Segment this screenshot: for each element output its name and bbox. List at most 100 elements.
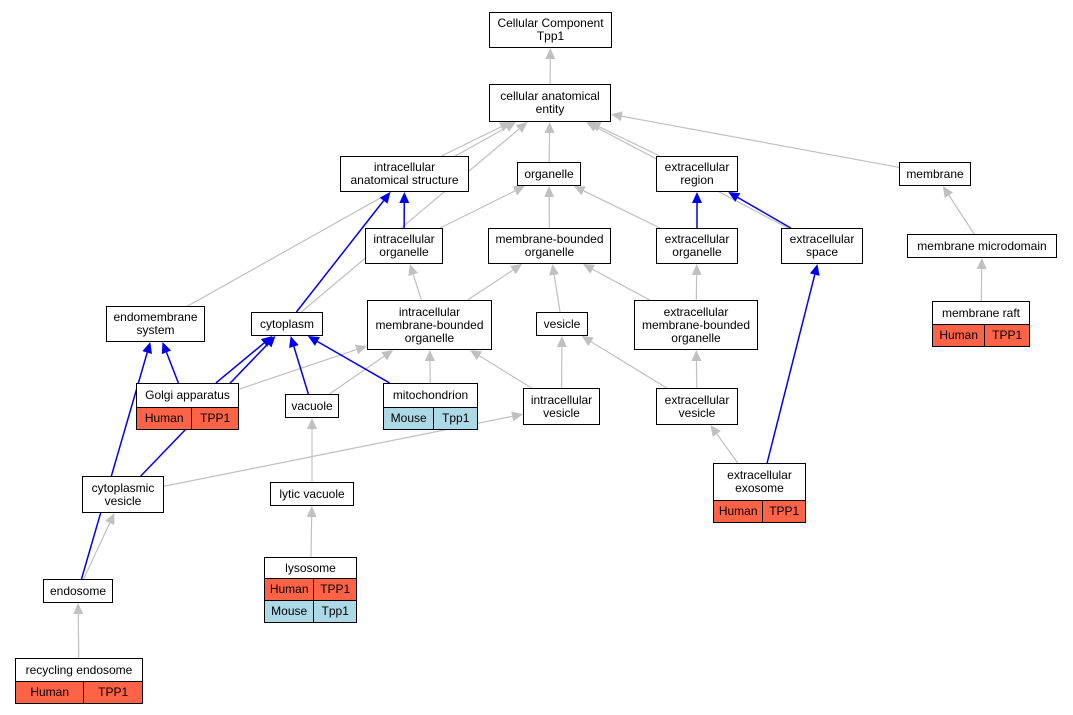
node-label: extracellular region bbox=[664, 160, 730, 187]
node-ecves: extracellular vesicle bbox=[656, 388, 738, 425]
node-label: organelle bbox=[524, 166, 574, 181]
edge-endomem-to-cae bbox=[187, 122, 517, 307]
edge-ias-to-cae bbox=[441, 122, 512, 157]
gene-symbol: Tpp1 bbox=[434, 408, 477, 429]
species-name: Human bbox=[714, 501, 764, 522]
species-name: Human bbox=[933, 325, 986, 346]
species-name: Mouse bbox=[384, 408, 435, 429]
species-name: Mouse bbox=[265, 601, 315, 622]
node-label: intracellular membrane-bounded organelle bbox=[375, 304, 484, 345]
node-label: cytoplasm bbox=[259, 316, 315, 331]
edge-ecves-to-embo bbox=[691, 350, 702, 389]
node-vacuole: vacuole bbox=[285, 394, 339, 418]
arrowhead bbox=[73, 603, 84, 615]
node-cytoplasm: cytoplasm bbox=[251, 312, 323, 336]
edge-icves-to-vesicle bbox=[556, 336, 567, 389]
arrowhead bbox=[408, 264, 418, 277]
node-label: recycling endosome bbox=[25, 662, 133, 677]
node-imbo: intracellular membrane-bounded organelle bbox=[367, 300, 492, 350]
node-label: extracellular organelle bbox=[664, 232, 730, 259]
gene-symbol: TPP1 bbox=[314, 579, 356, 600]
arrowhead bbox=[510, 264, 523, 275]
edge-lysosome-to-lytic bbox=[306, 506, 317, 558]
node-membrane: membrane bbox=[899, 162, 971, 186]
arrowhead bbox=[549, 264, 560, 276]
edge-exosome-to-ecspace bbox=[766, 264, 820, 464]
arrowhead bbox=[691, 350, 702, 362]
node-label: intracellular vesicle bbox=[530, 392, 593, 420]
arrowhead bbox=[424, 350, 435, 362]
gene-symbol: Tpp1 bbox=[314, 601, 356, 622]
node-label: intracellular organelle bbox=[373, 232, 435, 259]
species-name: Human bbox=[265, 579, 315, 600]
arrowhead bbox=[515, 122, 528, 133]
edge-vacuole-to-cytoplasm bbox=[289, 336, 310, 395]
node-mbo: membrane-bounded organelle bbox=[488, 228, 611, 264]
node-label: Cellular Component Tpp1 bbox=[497, 16, 604, 43]
arrowhead bbox=[692, 192, 702, 203]
node-label: extracellular exosome bbox=[727, 468, 792, 495]
edge-endosome-to-endomem bbox=[80, 342, 153, 580]
arrowhead bbox=[511, 411, 523, 422]
gene-symbol: TPP1 bbox=[84, 682, 142, 703]
node-label: lytic vacuole bbox=[279, 486, 345, 501]
node-icves: intracellular vesicle bbox=[523, 388, 600, 425]
arrowhead bbox=[586, 122, 599, 132]
node-label: lysosome bbox=[285, 560, 336, 575]
edge-vacuole-to-imbo bbox=[329, 350, 394, 395]
arrowhead bbox=[545, 48, 556, 60]
node-memmicro: membrane microdomain bbox=[907, 234, 1057, 258]
node-root: Cellular Component Tpp1 bbox=[489, 12, 612, 48]
arrowhead bbox=[512, 186, 525, 196]
arrowhead bbox=[399, 192, 410, 204]
arrowhead bbox=[581, 336, 594, 347]
node-label: membrane bbox=[906, 166, 964, 181]
node-icorg: intracellular organelle bbox=[365, 228, 443, 264]
species-name: Human bbox=[16, 682, 85, 703]
node-cae: cellular anatomical entity bbox=[489, 84, 611, 122]
species-name: Human bbox=[137, 408, 193, 429]
node-label: membrane raft bbox=[941, 305, 1021, 320]
node-label: cytoplasmic vesicle bbox=[91, 480, 155, 508]
arrowhead bbox=[307, 336, 320, 346]
edge-mbo-to-organelle bbox=[544, 186, 555, 229]
node-label: vacuole bbox=[291, 398, 333, 413]
node-lytic: lytic vacuole bbox=[270, 482, 354, 506]
edge-lytic-to-vacuole bbox=[307, 418, 317, 482]
edge-imbo-to-icorg bbox=[408, 264, 423, 301]
edge-membrane-to-cae bbox=[611, 111, 900, 168]
node-cytves: cytoplasmic vesicle bbox=[82, 476, 164, 513]
node-label: extracellular space bbox=[789, 232, 855, 259]
arrowhead bbox=[728, 192, 741, 202]
edge-mito-to-cytoplasm bbox=[307, 336, 390, 384]
gene-symbol: TPP1 bbox=[192, 408, 238, 429]
edge-endosome-to-cytves bbox=[83, 513, 115, 580]
arrowhead bbox=[289, 336, 299, 348]
node-ecregion: extracellular region bbox=[656, 156, 738, 192]
node-label: membrane microdomain bbox=[917, 238, 1047, 253]
arrowhead bbox=[504, 122, 517, 132]
arrowhead bbox=[142, 342, 153, 354]
arrowhead bbox=[573, 186, 586, 196]
edge-ecregion-to-cae bbox=[589, 122, 660, 157]
arrowhead bbox=[710, 425, 721, 437]
edge-exosome-to-ecves bbox=[710, 425, 739, 464]
edge-cae-to-root bbox=[545, 48, 556, 85]
edge-icorg-to-organelle bbox=[439, 186, 525, 229]
edge-raft-to-memmicro bbox=[976, 258, 987, 302]
arrowhead bbox=[582, 264, 595, 274]
node-label: vesicle bbox=[543, 316, 581, 331]
node-endosome: endosome bbox=[43, 579, 113, 603]
edge-vesicle-to-mbo bbox=[549, 264, 561, 313]
gene-symbol: TPP1 bbox=[985, 325, 1029, 346]
node-label: endosome bbox=[49, 583, 107, 598]
